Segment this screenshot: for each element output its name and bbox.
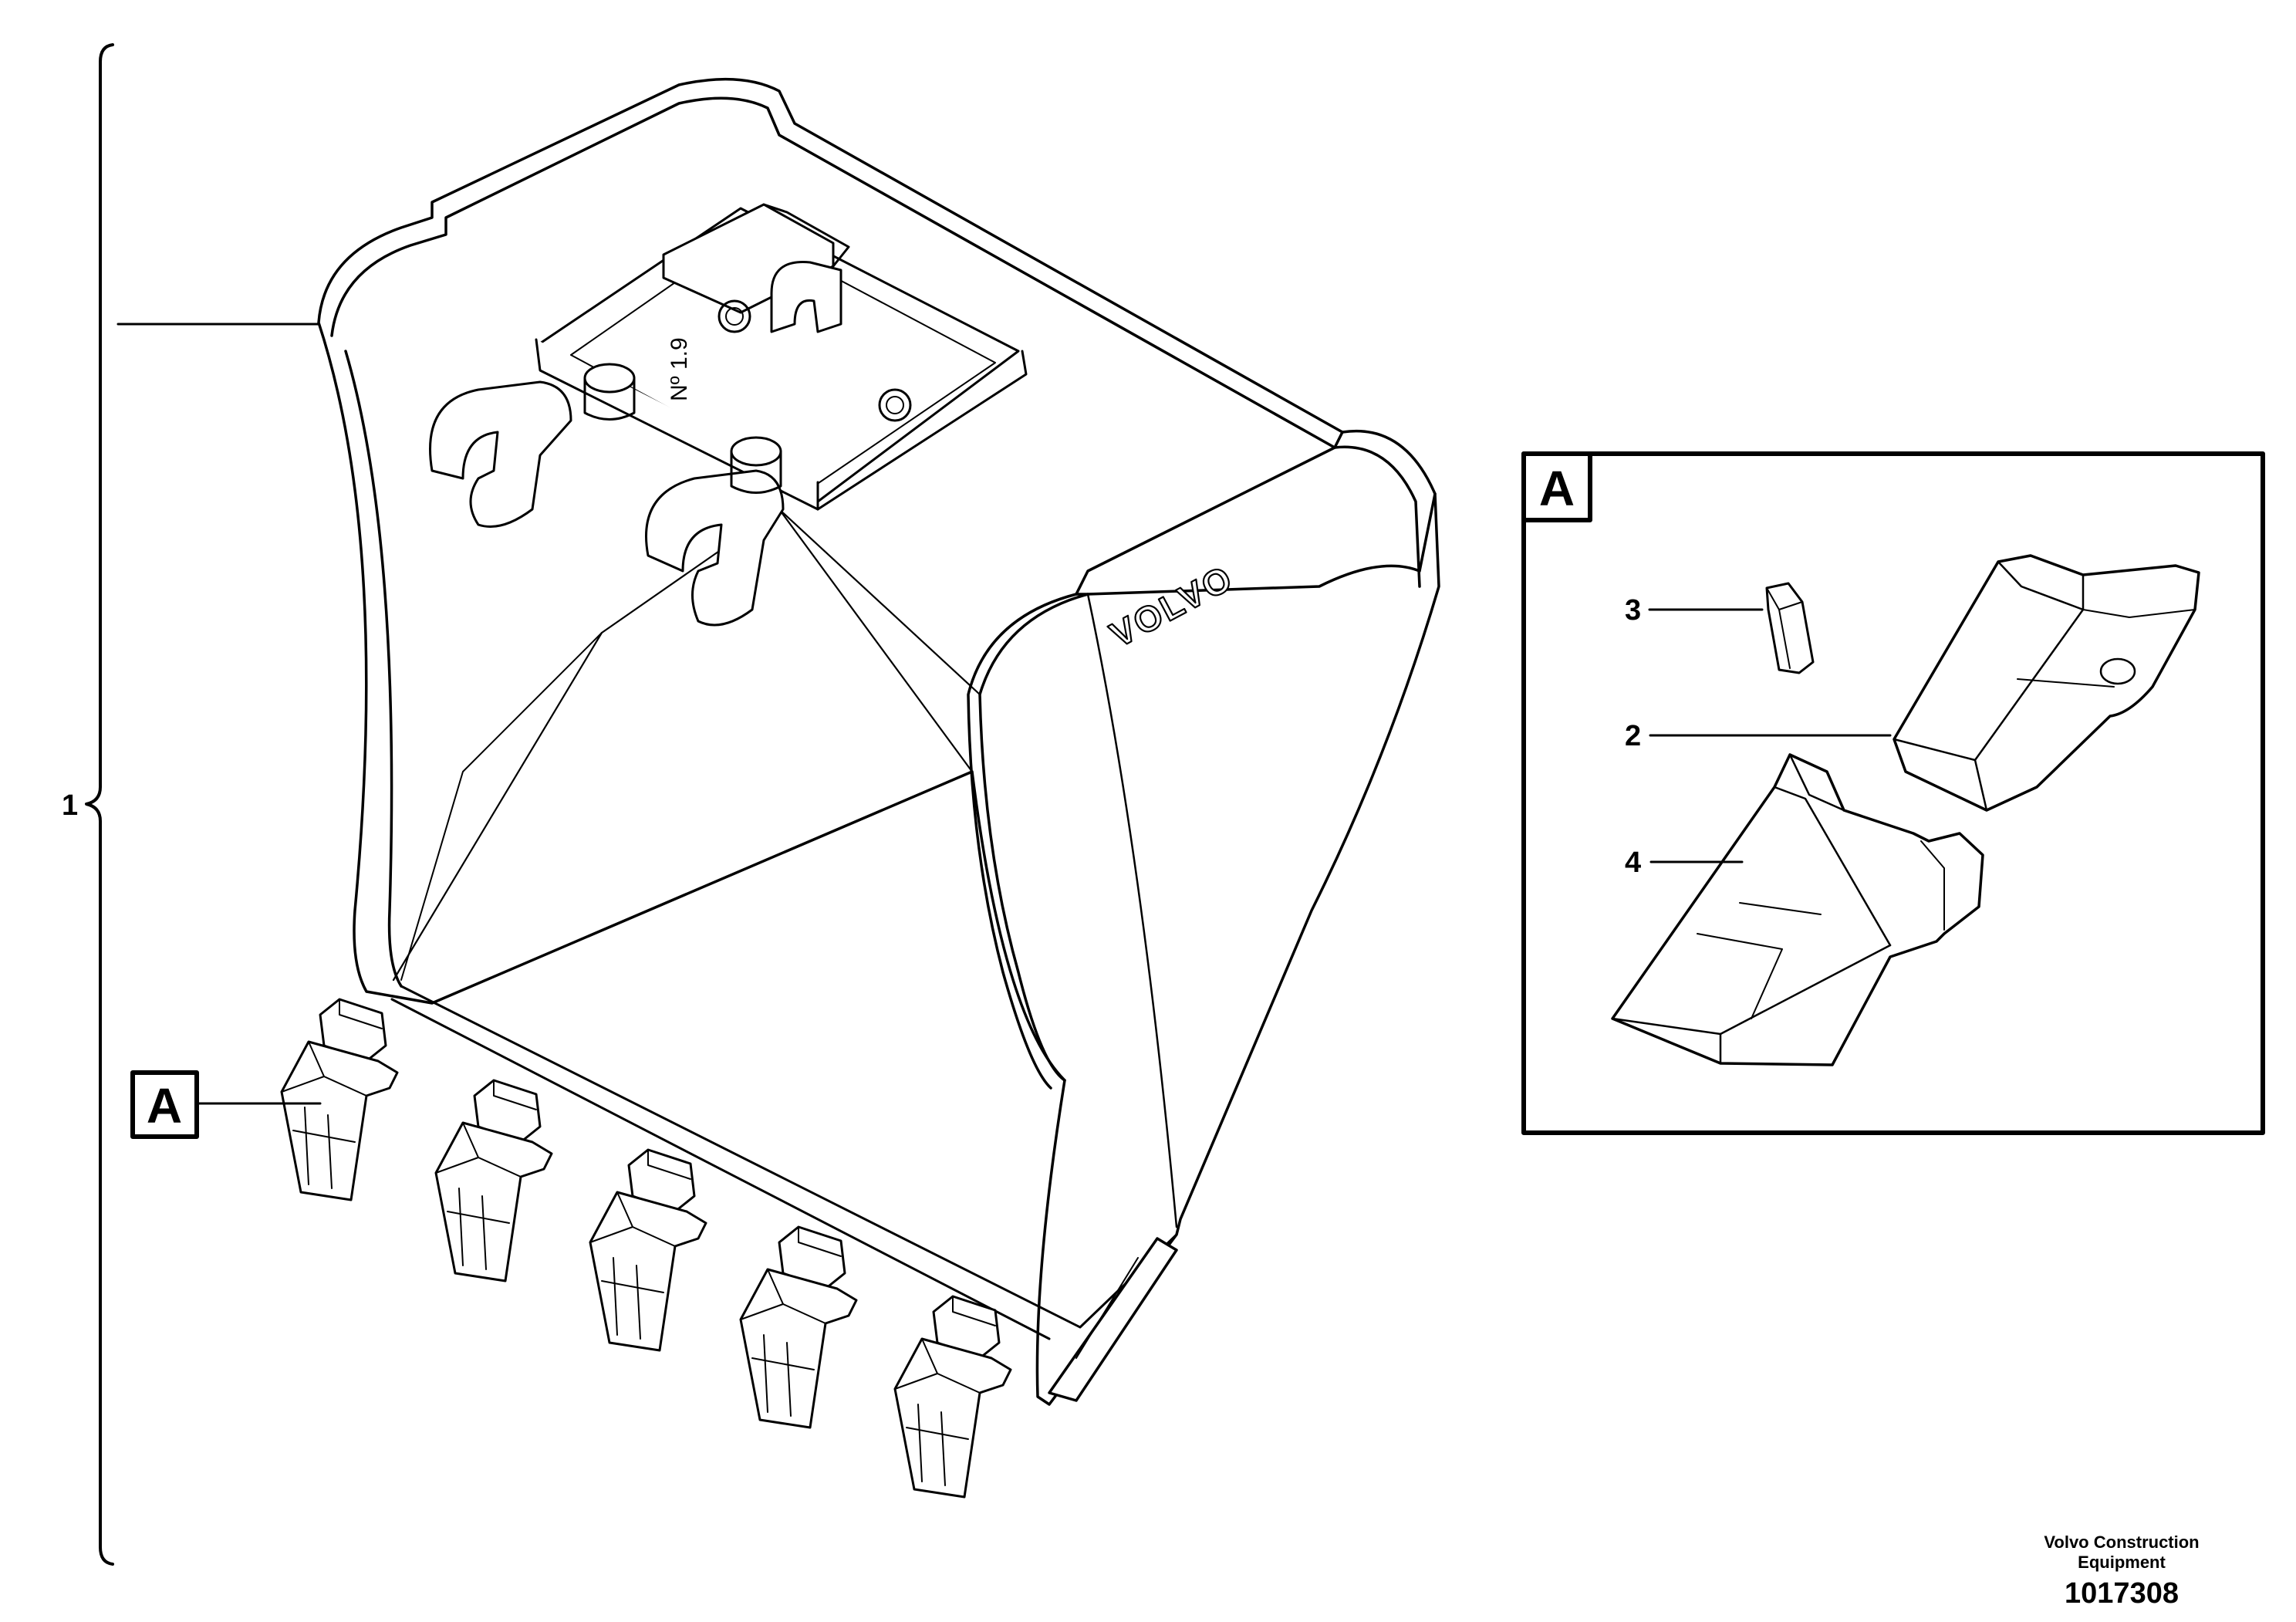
tooth-3 bbox=[589, 1148, 707, 1352]
tooth-5 bbox=[893, 1295, 1012, 1499]
part-tooth-tip bbox=[1893, 554, 2200, 812]
drawing-number: 1017308 bbox=[2065, 1577, 2179, 1610]
part-adapter bbox=[1611, 753, 1984, 1066]
tooth-1 bbox=[280, 998, 399, 1201]
detail-label-a-inset: A bbox=[1539, 461, 1575, 516]
callout-2: 2 bbox=[1625, 720, 1641, 752]
coupler-bracket: Nº 1.9 bbox=[429, 203, 1028, 627]
company-name-line2: Equipment bbox=[2078, 1553, 2166, 1572]
callout-4: 4 bbox=[1625, 846, 1641, 879]
company-name: Volvo Construction Equipment bbox=[2006, 1532, 2237, 1573]
bucket-teeth bbox=[280, 998, 1012, 1499]
detail-inset-a: A 3 2 bbox=[1521, 451, 2265, 1135]
assembly-bracket: 1 bbox=[62, 43, 320, 1566]
callout-1: 1 bbox=[62, 789, 78, 822]
bucket-body bbox=[317, 77, 1440, 1406]
company-name-line1: Volvo Construction bbox=[2044, 1532, 2200, 1552]
detail-label-a-main: A bbox=[147, 1078, 182, 1134]
part-retainer-pin bbox=[1765, 582, 1815, 674]
tooth-4 bbox=[739, 1225, 858, 1429]
callout-3: 3 bbox=[1625, 594, 1641, 627]
coupler-stamp: Nº 1.9 bbox=[667, 337, 692, 401]
tooth-2 bbox=[434, 1079, 553, 1282]
detail-marker-main: A bbox=[130, 1070, 322, 1139]
